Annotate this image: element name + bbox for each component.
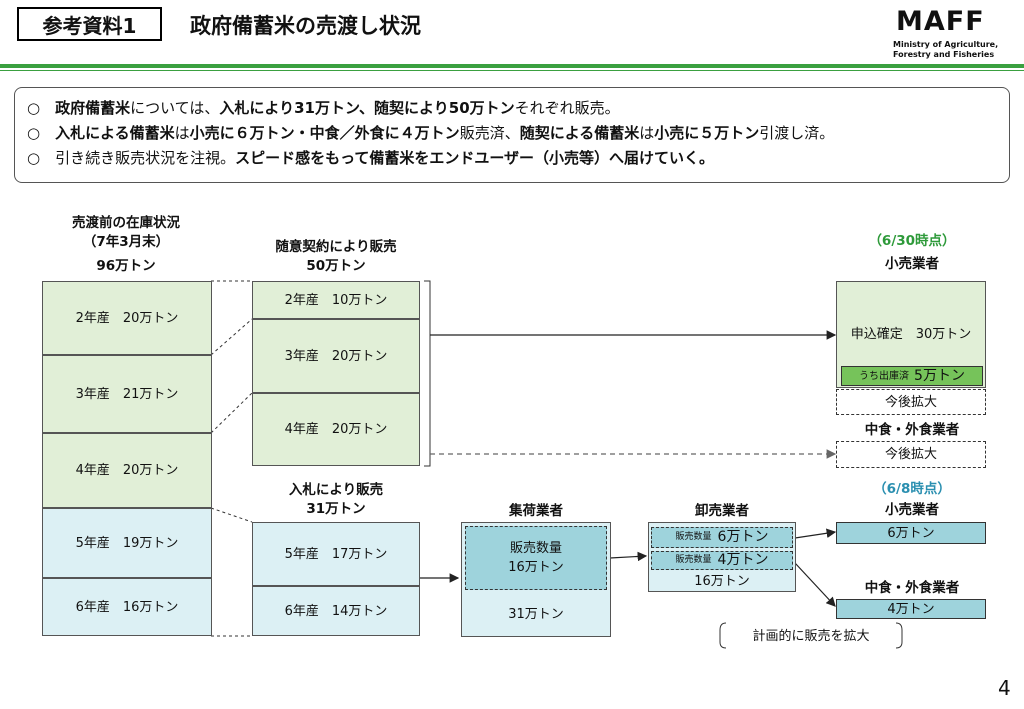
- logo-sub-line1: Ministry of Agriculture,: [893, 40, 999, 49]
- summary-text: は: [174, 124, 190, 142]
- summary-box: ○ 政府備蓄米については、入札により31万トン、随契により50万トンそれぞれ販売…: [14, 87, 1010, 183]
- zuii-heading: 随意契約により販売 50万トン: [250, 238, 422, 276]
- stock-heading-line1: 売渡前の在庫状況: [72, 215, 180, 231]
- summary-text: それぞれ販売。: [514, 99, 620, 117]
- summary-line: ○ 引き続き販売状況を注視。スピード感をもって備蓄米をエンドユーザー（小売等）へ…: [27, 146, 997, 171]
- stock-row: 3年産 21万トン: [42, 355, 212, 433]
- nyusatsu-row: 5年産 17万トン: [252, 522, 420, 586]
- header-divider-thin: [0, 70, 1024, 71]
- shuka-sold-value: 16万トン: [508, 560, 564, 575]
- oroshi-row-food: 販売数量 4万トン: [651, 551, 793, 570]
- summary-text: ○: [27, 124, 56, 142]
- retail-630-date: （6/30時点）: [868, 233, 956, 249]
- nyusatsu-heading-line2: 31万トン: [306, 501, 366, 517]
- nyusatsu-heading-line1: 入札により販売: [288, 482, 384, 498]
- stock-heading-line2: （7年3月末）: [82, 234, 170, 250]
- zuii-row: 3年産 20万トン: [252, 319, 420, 393]
- summary-text: 小売に５万トン: [654, 124, 760, 142]
- summary-text: 政府備蓄米: [55, 99, 131, 117]
- summary-text: 随契による備蓄米: [519, 124, 640, 142]
- header-divider: [0, 64, 1024, 68]
- summary-text: 小売に６万トン・中食／外食に４万トン: [189, 124, 460, 142]
- arrow-to-oroshi: [609, 551, 648, 562]
- oroshi-row2-value: 4万トン: [717, 552, 769, 568]
- oroshi-heading: 卸売業者: [695, 503, 749, 519]
- oroshi-note: 計画的に販売を拡大: [752, 628, 870, 644]
- page-number: 4: [998, 676, 1011, 700]
- retail-68-date: （6/8時点）: [873, 481, 951, 497]
- maff-logo: MAFF: [896, 6, 985, 37]
- retail-630-expand: 今後拡大: [836, 389, 986, 415]
- nyusatsu-heading: 入札により販売 31万トン: [250, 481, 422, 519]
- stock-total: 96万トン: [96, 258, 156, 274]
- arrow-to-retail-68: [794, 528, 837, 539]
- shuka-total: 31万トン: [508, 606, 564, 622]
- oroshi-row1-value: 6万トン: [717, 529, 769, 545]
- summary-line: ○ 入札による備蓄米は小売に６万トン・中食／外食に４万トン販売済、随契による備蓄…: [27, 121, 997, 146]
- connector-line: [210, 318, 253, 356]
- shuka-sold-box: 販売数量 16万トン: [465, 526, 607, 590]
- page-title: 政府備蓄米の売渡し状況: [190, 14, 421, 38]
- bracket: [424, 280, 431, 467]
- zuii-heading-line1: 随意契約により販売: [275, 239, 397, 255]
- oroshi-total: 16万トン: [694, 574, 750, 589]
- stock-row: 2年産 20万トン: [42, 281, 212, 355]
- oroshi-row2-label: 販売数量: [675, 555, 712, 565]
- summary-text: 入札により31万トン、随契により50万トン: [219, 99, 515, 117]
- logo-sub-line2: Forestry and Fisheries: [893, 50, 995, 59]
- retail-68-heading: 小売業者: [885, 502, 939, 518]
- food-68-heading: 中食・外食業者: [864, 580, 960, 596]
- summary-text: 販売済、: [459, 124, 520, 142]
- reference-label: 参考資料1: [17, 7, 162, 41]
- shuka-sold-label: 販売数量: [509, 541, 562, 556]
- summary-text: ○ 引き続き販売状況を注視。: [27, 149, 236, 167]
- arrow-to-food-68: [794, 562, 836, 607]
- stock-row: 6年産 16万トン: [42, 578, 212, 636]
- summary-text: 入札による備蓄米: [55, 124, 175, 142]
- connector-line: [210, 392, 253, 434]
- zuii-heading-line2: 50万トン: [306, 258, 366, 274]
- note-bracket-right: [895, 622, 903, 649]
- food-630-heading: 中食・外食業者: [864, 422, 960, 438]
- food-68-value: 4万トン: [836, 599, 986, 619]
- summary-text: スピード感をもって備蓄米をエンドユーザー（小売等）へ届けていく。: [235, 149, 715, 167]
- shuka-heading: 集荷業者: [509, 503, 563, 519]
- connector-line: [210, 507, 253, 523]
- retail-630-shipped: うち出庫済 5万トン: [841, 366, 983, 386]
- oroshi-row-retail: 販売数量 6万トン: [651, 527, 793, 548]
- stock-heading: 売渡前の在庫状況 （7年3月末） 96万トン: [40, 214, 212, 276]
- oroshi-row1-label: 販売数量: [675, 532, 712, 542]
- summary-line: ○ 政府備蓄米については、入札により31万トン、随契により50万トンそれぞれ販売…: [27, 96, 997, 121]
- retail-630-shipped-label: うち出庫済: [859, 370, 910, 382]
- retail-630-heading: 小売業者: [885, 256, 939, 272]
- nyusatsu-row: 6年産 14万トン: [252, 586, 420, 636]
- stock-row: 5年産 19万トン: [42, 508, 212, 578]
- food-630-expand: 今後拡大: [836, 441, 986, 468]
- note-bracket-left: [719, 622, 727, 649]
- summary-text: については、: [130, 99, 220, 117]
- maff-logo-subtitle: Ministry of Agriculture, Forestry and Fi…: [893, 40, 998, 60]
- summary-text: 引渡し済。: [759, 124, 835, 142]
- summary-text: は: [639, 124, 655, 142]
- zuii-row: 2年産 10万トン: [252, 281, 420, 319]
- summary-text: ○: [27, 99, 56, 117]
- retail-68-value: 6万トン: [836, 522, 986, 544]
- stock-row: 4年産 20万トン: [42, 433, 212, 508]
- retail-630-shipped-value: 5万トン: [914, 367, 965, 384]
- zuii-row: 4年産 20万トン: [252, 393, 420, 466]
- retail-630-confirmed: 申込確定 30万トン: [850, 326, 972, 342]
